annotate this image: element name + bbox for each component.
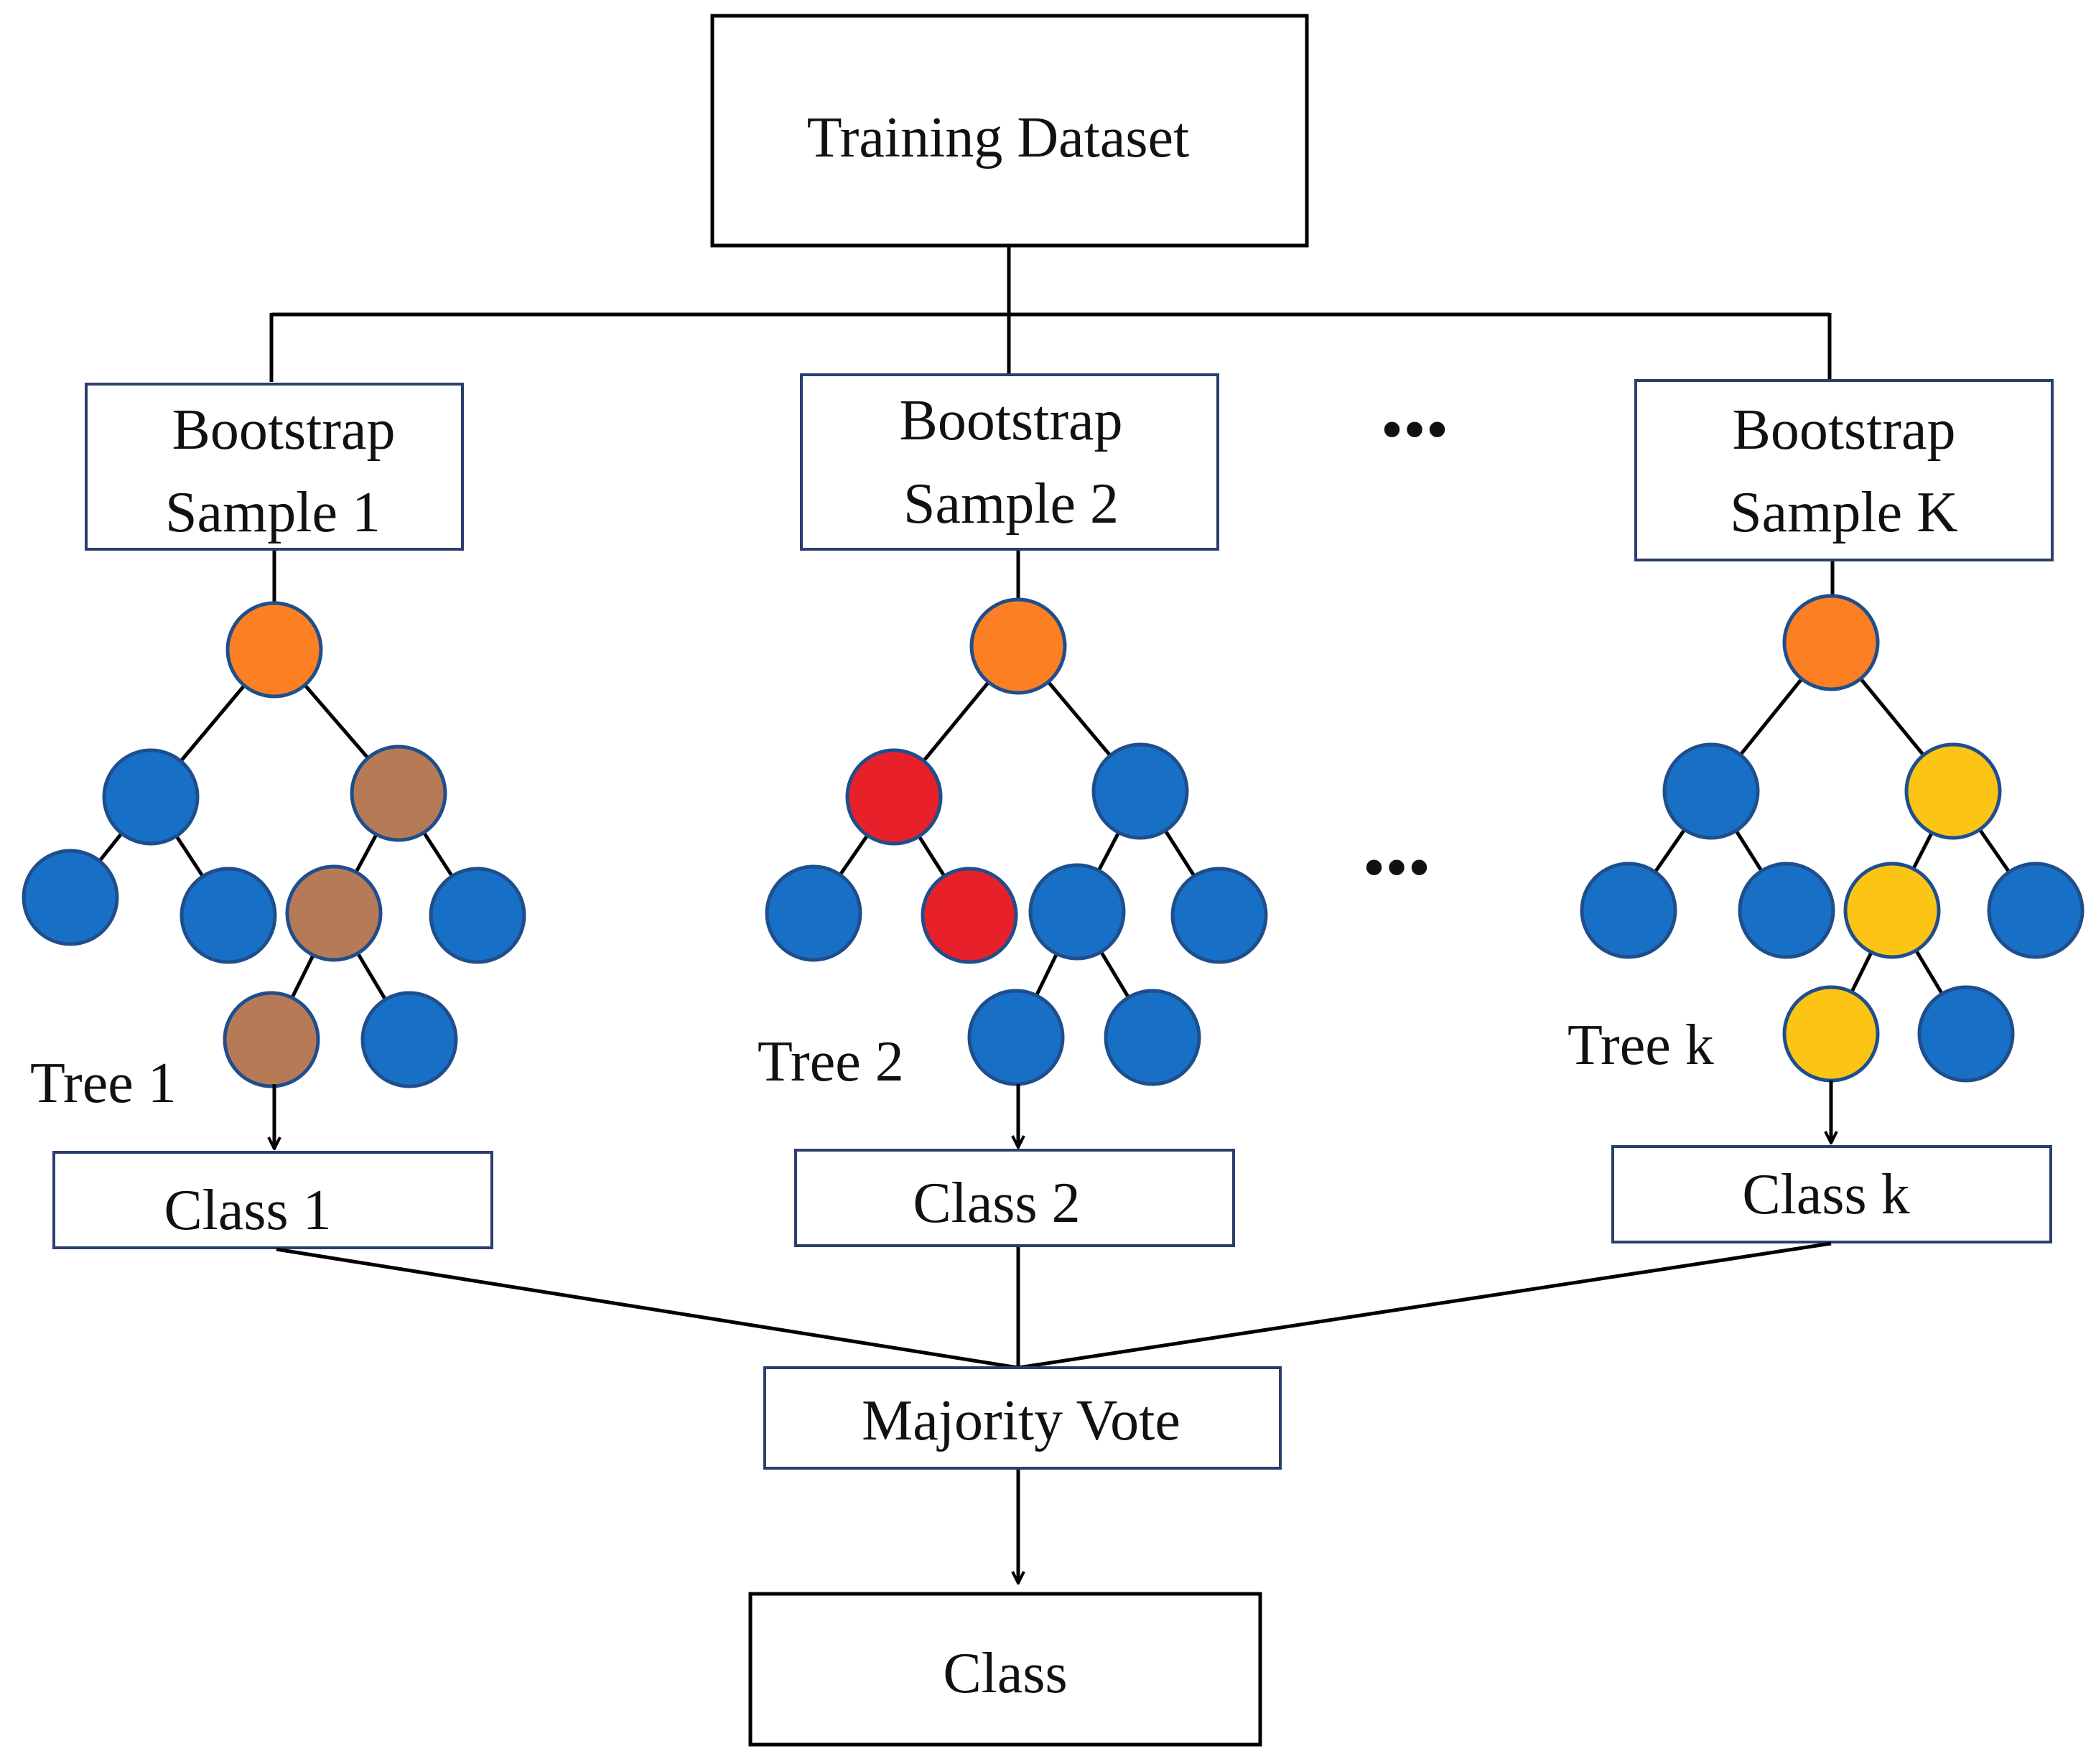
tree-node [1580, 862, 1677, 959]
bootstrap-sample-1-line1: Bootstrap [172, 398, 395, 462]
tree-path-node [845, 748, 943, 846]
tree-2-label: Tree 2 [758, 1030, 904, 1093]
tree-k-label: Tree k [1568, 1014, 1714, 1077]
class-1-box: Class 1 [52, 1151, 493, 1249]
bootstrap-sample-2-line2: Sample 2 [903, 472, 1119, 536]
tree-path-node [921, 867, 1018, 964]
final-class-label: Class [943, 1642, 1067, 1705]
top-connectors [269, 244, 1835, 607]
vote-connectors [276, 1241, 1832, 1370]
class-2-label: Class 2 [913, 1172, 1080, 1235]
tree-node [102, 748, 200, 846]
ellipsis-samples: ••• [1381, 394, 1449, 465]
tree-node [1091, 742, 1189, 840]
trees-layer [22, 594, 2085, 1088]
bootstrap-sample-k-line2: Sample K [1730, 481, 1958, 544]
tree-root-node [225, 601, 323, 699]
tree-path-node [1904, 742, 2002, 840]
bootstrap-sample-k-line1: Bootstrap [1732, 398, 1955, 462]
bootstrap-sample-k-box: Bootstrap Sample K [1634, 379, 2054, 561]
tree-to-class-arrows [274, 1081, 1831, 1149]
tree-3 [1580, 594, 2085, 1083]
class-2-box: Class 2 [794, 1149, 1235, 1247]
majority-vote-box: Majority Vote [763, 1366, 1282, 1470]
tree-node [1917, 985, 2015, 1083]
tree-node [180, 867, 277, 964]
training-dataset-box: Training Dataset [710, 14, 1309, 248]
tree-path-node [350, 745, 447, 842]
tree-path-node [223, 991, 320, 1088]
bootstrap-sample-2-line1: Bootstrap [899, 389, 1122, 452]
tree-node [429, 867, 526, 964]
tree-node [1738, 862, 1835, 959]
tree-node [1104, 989, 1201, 1086]
tree-node [1028, 863, 1126, 961]
tree-node [22, 849, 119, 946]
tree-node [1170, 867, 1268, 964]
tree-node [1662, 742, 1760, 840]
tree-1 [22, 601, 526, 1088]
tree-node [1987, 862, 2085, 959]
tree-root-node [1782, 594, 1880, 691]
tree-root-node [969, 597, 1067, 695]
tree-node [765, 864, 862, 962]
tree-node [967, 989, 1065, 1086]
class-1-label: Class 1 [164, 1179, 331, 1242]
tree-path-node [285, 864, 383, 962]
class-k-label: Class k [1742, 1163, 1909, 1226]
training-dataset-label: Training Dataset [807, 106, 1190, 169]
majority-vote-label: Majority Vote [862, 1389, 1180, 1452]
bootstrap-sample-1-box: Bootstrap Sample 1 [85, 383, 464, 551]
class-k-box: Class k [1611, 1145, 2052, 1243]
tree-1-label: Tree 1 [30, 1052, 177, 1115]
final-class-box: Class [748, 1592, 1262, 1747]
tree-node [360, 991, 458, 1088]
tree-path-node [1843, 862, 1941, 959]
bootstrap-sample-2-box: Bootstrap Sample 2 [800, 373, 1219, 551]
bootstrap-sample-1-line2: Sample 1 [165, 481, 381, 544]
tree-path-node [1782, 985, 1880, 1083]
tree-2 [765, 597, 1268, 1086]
ellipsis-trees: ••• [1363, 832, 1431, 903]
